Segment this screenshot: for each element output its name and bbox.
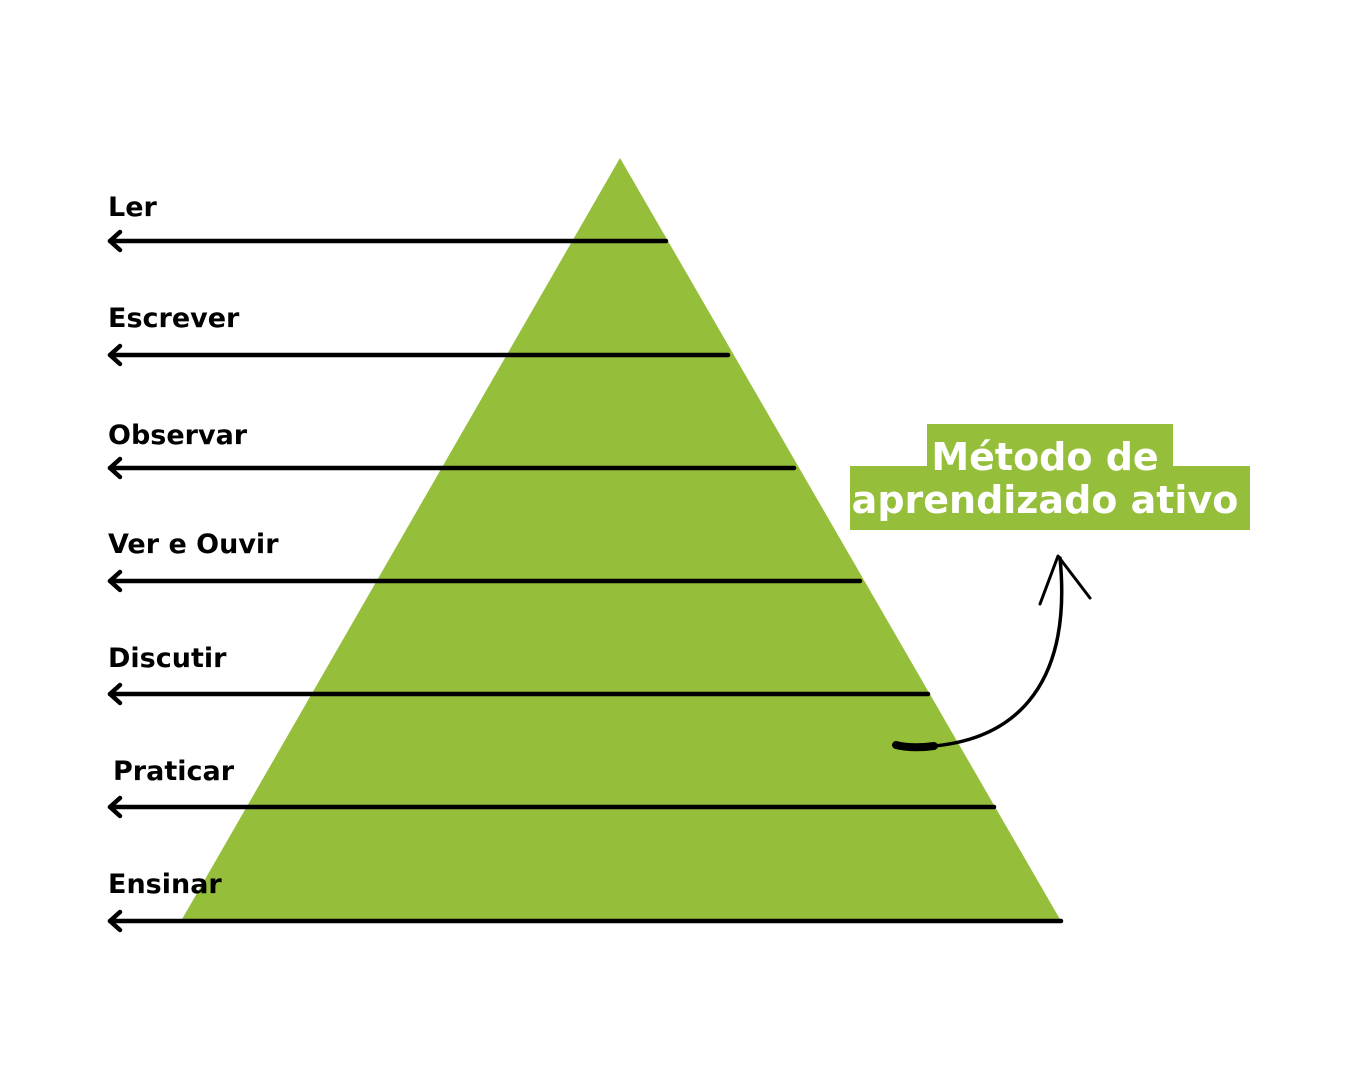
arrow-ensinar [107, 909, 1064, 933]
level-label-ensinar: Ensinar [108, 869, 222, 900]
level-label-praticar: Praticar [113, 756, 235, 787]
level-label-ver-e-ouvir: Ver e Ouvir [108, 529, 279, 560]
level-label-ler: Ler [108, 192, 158, 223]
level-labels: Ler Escrever Observar Ver e Ouvir Discut… [108, 192, 279, 900]
level-label-escrever: Escrever [108, 303, 240, 334]
curved-arrow-head [1038, 554, 1092, 606]
active-learning-callout: Método de aprendizado ativo [850, 424, 1250, 530]
arrow-praticar [107, 795, 997, 819]
callout-bg-bottom [850, 466, 1250, 530]
arrow-ver-e-ouvir [107, 569, 863, 593]
curved-arrow [892, 554, 1092, 752]
callout-bg-top [927, 424, 1173, 474]
pyramid-shape [181, 158, 1061, 921]
arrow-ler [107, 229, 669, 253]
callout-line-2: aprendizado ativo [852, 478, 1239, 522]
level-label-observar: Observar [108, 420, 248, 451]
curved-arrow-tail [892, 741, 938, 752]
level-label-discutir: Discutir [108, 643, 227, 674]
arrow-escrever [107, 343, 731, 367]
curved-arrow-shaft [932, 556, 1064, 748]
callout-line-1: Método de [931, 435, 1158, 479]
arrow-discutir [107, 682, 931, 706]
level-arrows [107, 229, 1064, 933]
arrow-observar [107, 456, 797, 480]
